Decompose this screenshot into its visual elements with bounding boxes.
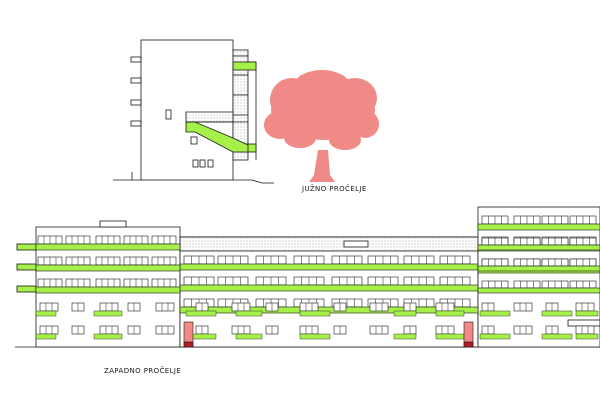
window	[155, 325, 175, 335]
window	[155, 302, 175, 312]
window	[39, 325, 59, 335]
balcony-band	[235, 310, 263, 317]
balcony-band	[479, 310, 511, 317]
balcony-band	[185, 310, 217, 317]
balcony-band	[477, 244, 600, 251]
balcony-band	[35, 243, 181, 251]
window	[299, 325, 319, 335]
balcony-band	[35, 333, 57, 340]
window	[369, 302, 389, 312]
entrance-doors	[183, 321, 474, 348]
window	[575, 302, 595, 312]
balcony-band	[435, 310, 465, 317]
balcony-band	[477, 287, 600, 294]
window	[369, 325, 389, 335]
window	[435, 302, 455, 312]
balcony-band	[393, 310, 417, 317]
tree-illustration	[264, 70, 379, 182]
window	[299, 302, 319, 312]
balcony-band	[299, 333, 331, 340]
facade-elements	[35, 215, 600, 340]
window	[513, 302, 533, 312]
south-elevation-label: JUŽNO PROČELJE	[302, 185, 367, 193]
window	[435, 325, 455, 335]
west-elevation-label: ZAPADNO PROČELJE	[104, 367, 182, 375]
balcony-band	[35, 264, 181, 272]
balcony-band	[435, 333, 465, 340]
balcony-band	[235, 333, 263, 340]
balcony-band	[393, 333, 417, 340]
balcony-band	[299, 310, 331, 317]
balcony-band	[477, 265, 600, 272]
window	[99, 325, 119, 335]
balcony-band	[35, 310, 57, 317]
balcony-band	[179, 284, 479, 292]
balcony-band	[35, 286, 181, 294]
window	[231, 302, 251, 312]
window	[39, 302, 59, 312]
window	[231, 325, 251, 335]
balcony-band	[541, 310, 573, 317]
balcony-band	[93, 333, 123, 340]
balcony-band	[93, 310, 123, 317]
balcony-band	[179, 263, 479, 271]
south-elevation-building	[113, 39, 274, 184]
balcony-band	[575, 310, 599, 317]
balcony-band	[477, 223, 600, 231]
balcony-band	[479, 333, 511, 340]
balcony-band	[575, 333, 599, 340]
balcony-band	[541, 333, 573, 340]
window	[575, 325, 595, 335]
window	[513, 325, 533, 335]
window	[99, 302, 119, 312]
